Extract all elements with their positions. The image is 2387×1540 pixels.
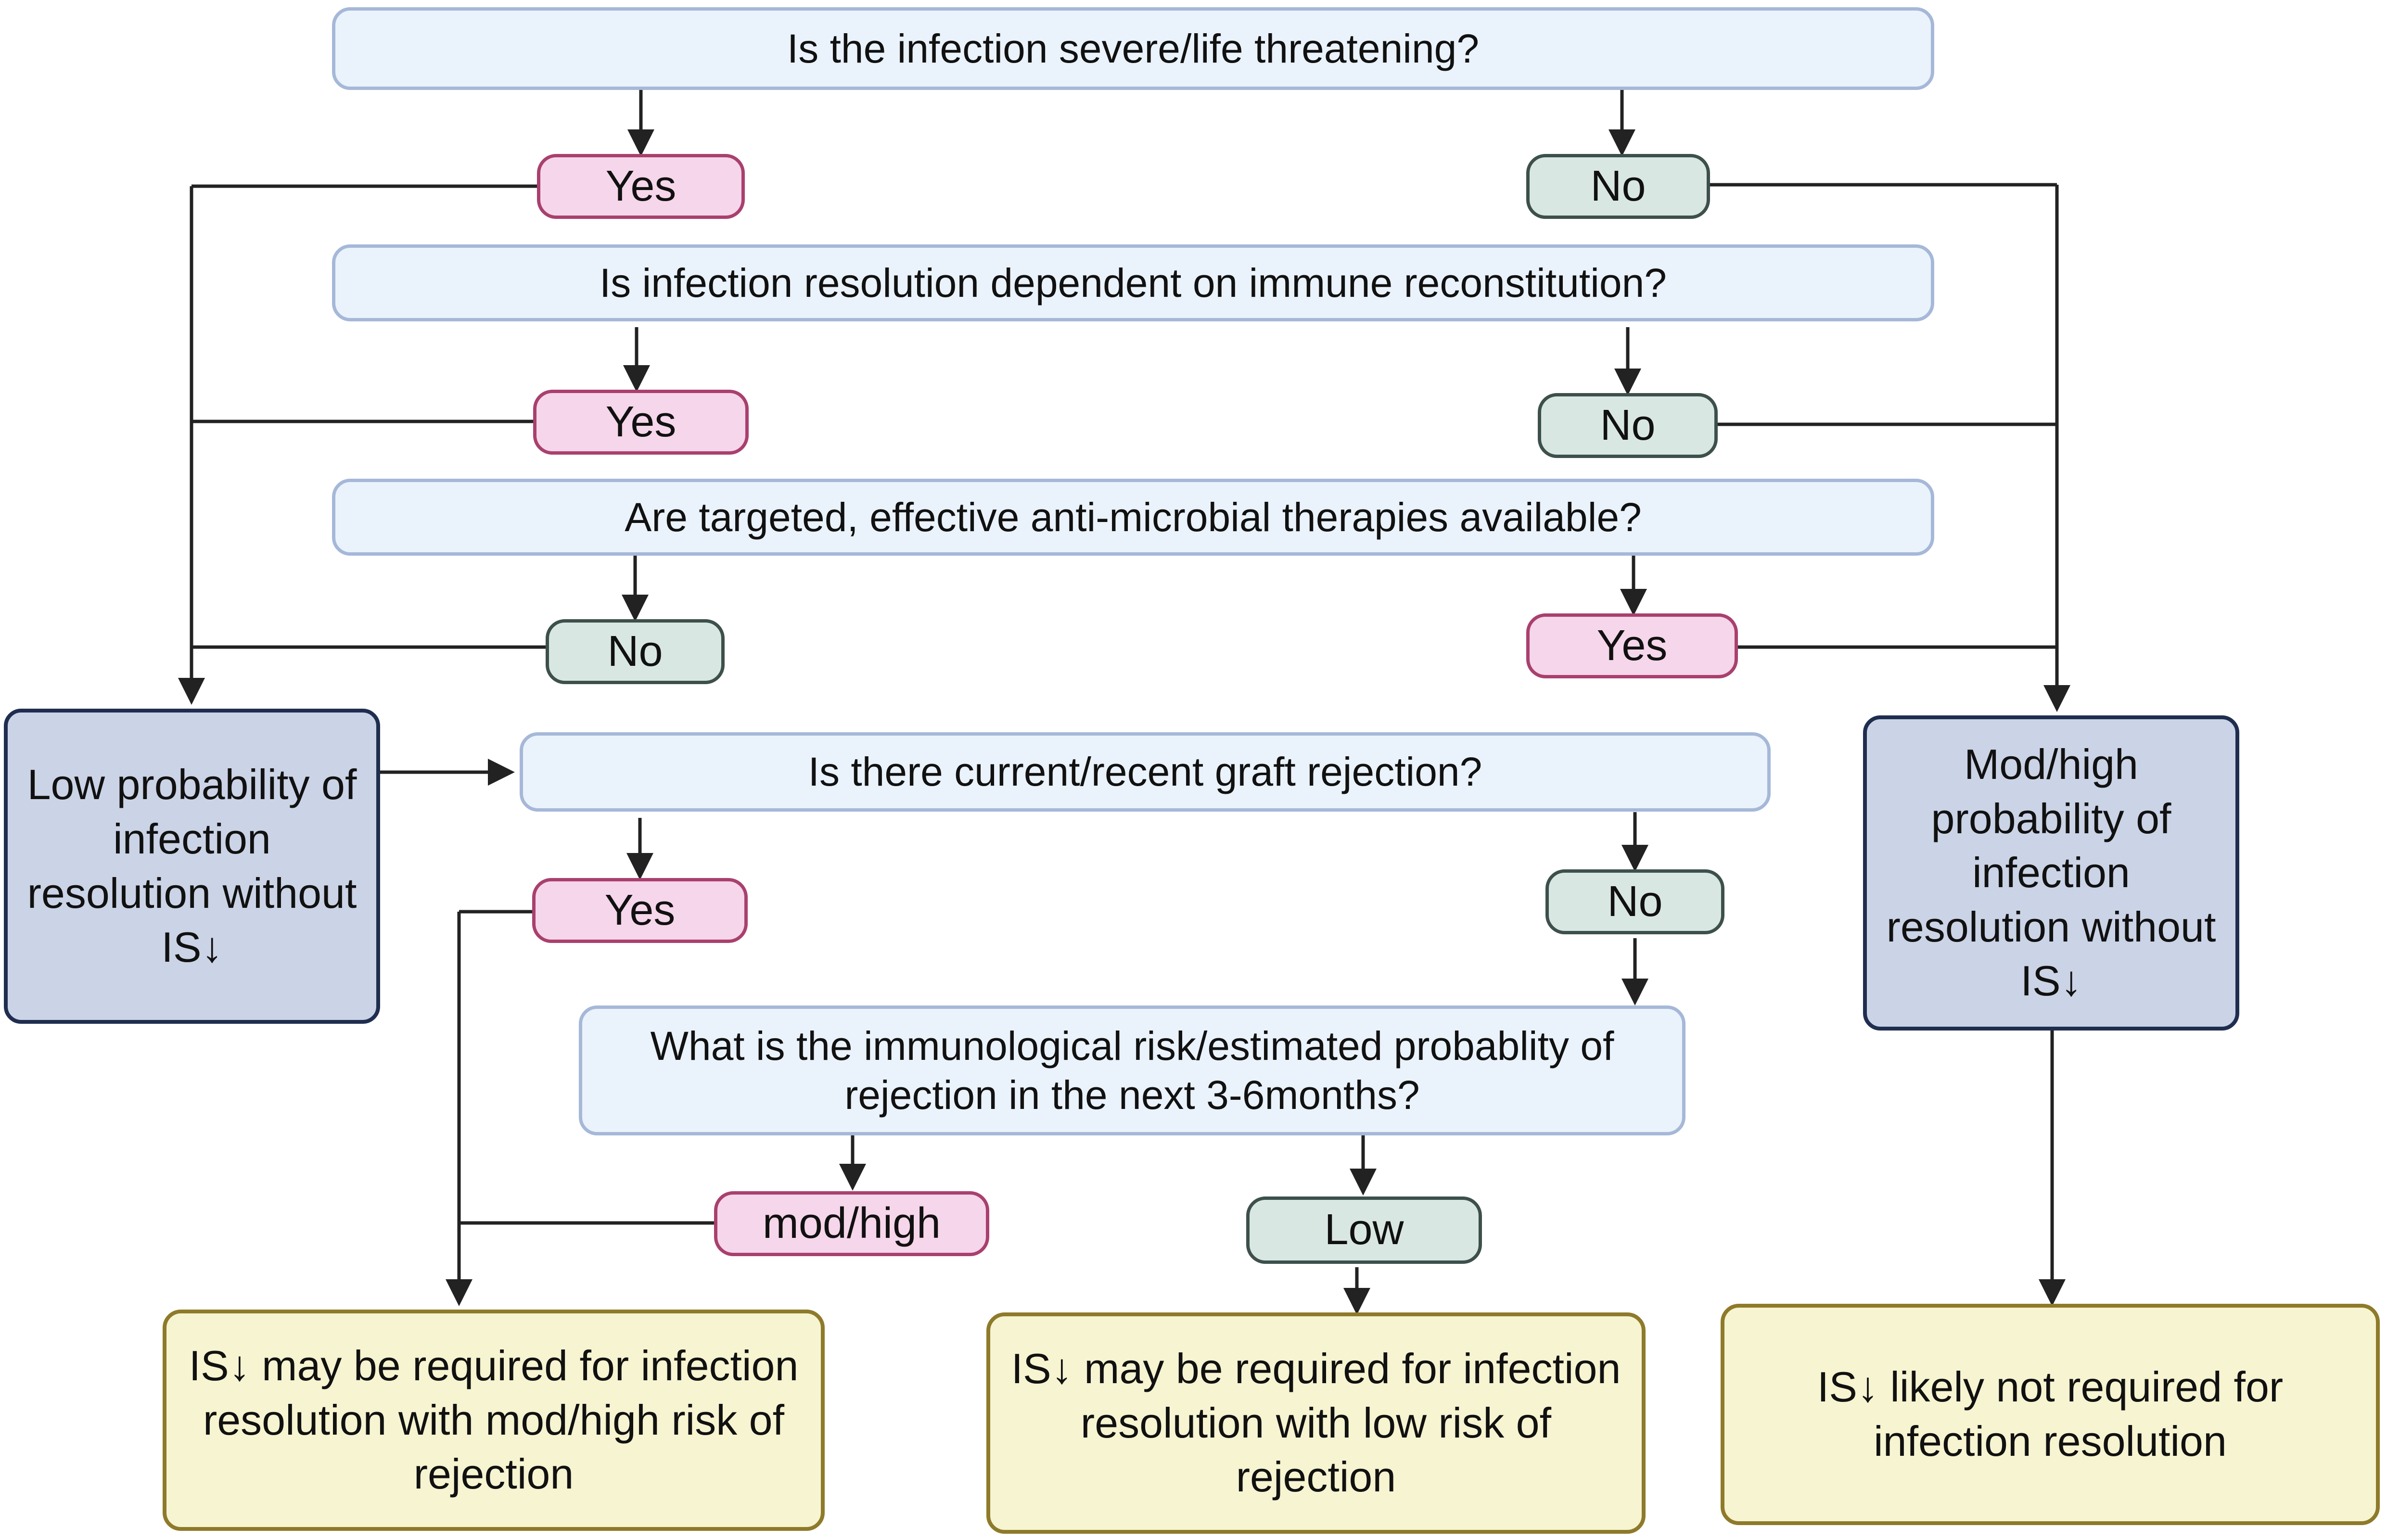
question-severe: Is the infection severe/life threatening… (332, 7, 1934, 90)
question-risk-text: What is the immunological risk/estimated… (650, 1023, 1614, 1118)
question-rejection: Is there current/recent graft rejection? (520, 732, 1771, 812)
outcome-not-required-text: IS↓ likely not required for infection re… (1817, 1363, 2284, 1465)
answer-rejection-no-label: No (1607, 877, 1663, 926)
answer-risk-low-label: Low (1324, 1206, 1404, 1254)
answer-rejection-no: No (1545, 869, 1724, 934)
question-immune-text: Is infection resolution dependent on imm… (599, 260, 1667, 305)
answer-therapies-no-label: No (607, 627, 663, 675)
answer-risk-low: Low (1246, 1196, 1482, 1264)
question-rejection-text: Is there current/recent graft rejection? (808, 749, 1482, 795)
answer-rejection-yes-label: Yes (604, 886, 676, 934)
answer-therapies-yes-label: Yes (1596, 621, 1668, 670)
answer-severe-yes: Yes (537, 154, 745, 219)
answer-severe-yes-label: Yes (605, 162, 677, 210)
answer-immune-no: No (1538, 393, 1718, 458)
probability-modhigh: Mod/high probability of infection resolu… (1863, 715, 2239, 1031)
question-severe-text: Is the infection severe/life threatening… (787, 25, 1480, 71)
answer-immune-yes-label: Yes (605, 397, 677, 446)
outcome-modhigh-risk-text: IS↓ may be required for infection resolu… (189, 1342, 799, 1498)
answer-severe-no-label: No (1590, 162, 1646, 210)
probability-modhigh-text: Mod/high probability of infection resolu… (1886, 740, 2216, 1005)
answer-therapies-yes: Yes (1526, 613, 1738, 678)
answer-severe-no: No (1526, 154, 1710, 219)
answer-risk-modhigh-label: mod/high (762, 1199, 941, 1247)
answer-immune-no-label: No (1600, 401, 1656, 449)
probability-low-text: Low probability of infection resolution … (27, 761, 357, 971)
question-risk: What is the immunological risk/estimated… (579, 1005, 1685, 1135)
outcome-modhigh-risk: IS↓ may be required for infection resolu… (163, 1310, 825, 1531)
outcome-low-risk-text: IS↓ may be required for infection resolu… (1011, 1345, 1621, 1501)
answer-rejection-yes: Yes (532, 878, 748, 943)
question-immune: Is infection resolution dependent on imm… (332, 244, 1934, 321)
probability-low: Low probability of infection resolution … (4, 709, 380, 1024)
answer-risk-modhigh: mod/high (714, 1191, 989, 1256)
outcome-low-risk: IS↓ may be required for infection resolu… (986, 1312, 1646, 1534)
outcome-not-required: IS↓ likely not required for infection re… (1721, 1304, 2380, 1525)
question-therapies: Are targeted, effective anti-microbial t… (332, 479, 1934, 556)
answer-immune-yes: Yes (533, 390, 749, 455)
answer-therapies-no: No (546, 619, 725, 684)
question-therapies-text: Are targeted, effective anti-microbial t… (625, 494, 1642, 540)
